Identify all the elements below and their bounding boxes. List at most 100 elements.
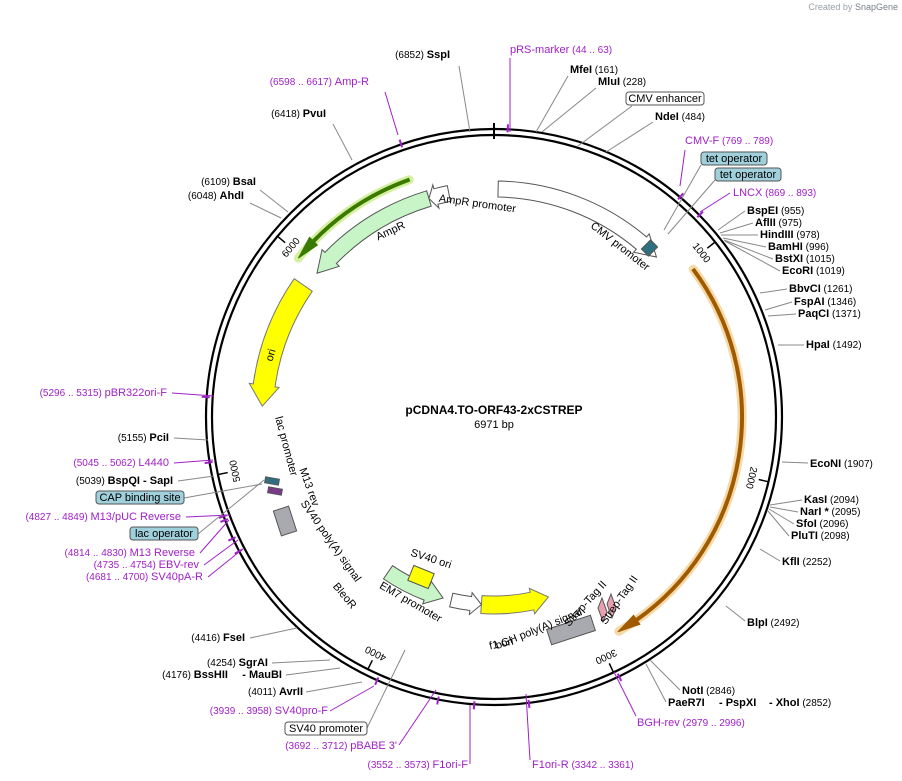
enzyme-position: (2095) (829, 507, 861, 518)
leader-pbr322 (171, 392, 215, 397)
primer-range: (44 .. 63) (569, 45, 612, 56)
primer-label: CMV-F (769 .. 789) (685, 135, 773, 147)
label-bleor: BleoR (330, 581, 358, 612)
enzyme-label: (6048) AhdI (188, 190, 244, 202)
enzyme-label: AflII (975) (755, 217, 802, 229)
mark-sv40prof (374, 677, 380, 686)
mark-lncx (696, 210, 704, 218)
leader-bbvci (759, 288, 788, 294)
enzyme-name: FseI (223, 632, 245, 644)
label-f1-ori: f1 ori (488, 636, 514, 653)
enzyme-label: (4254) SgrAI (207, 657, 268, 669)
primer-label: (3692 .. 3712) pBABE 3' (285, 740, 397, 752)
leader-bspqi (177, 475, 215, 482)
leader-aflii (719, 222, 754, 234)
enzyme-position: (2094) (827, 495, 859, 506)
leader-bstxi (723, 239, 774, 260)
enzyme-name: - SapI (143, 475, 173, 487)
box-cap-binding-site-box (95, 490, 185, 505)
enzyme-label: (5039) BspQI (76, 475, 140, 487)
enzyme-position: (484) (679, 112, 705, 123)
mark-f1orir (527, 699, 531, 708)
leader-ampr-primer (384, 91, 399, 136)
enzyme-position: (2846) (703, 686, 735, 697)
ampr-feature (316, 190, 432, 274)
leader-lacop (197, 479, 265, 535)
enzyme-position: (2852) (800, 698, 832, 709)
enzyme-label: (6418) PvuI (271, 108, 326, 120)
cmv-promoter-feature (497, 180, 658, 258)
mark-pbabe (436, 696, 440, 705)
primer-label: (6598 .. 6617) Amp-R (270, 76, 369, 88)
leader-kfli (759, 548, 781, 562)
enzyme-label: EcoRI (1019) (782, 265, 845, 277)
enzyme-position: (6852) (395, 50, 427, 61)
sv40-polya-feature (272, 505, 298, 537)
leader-cmv-enh (577, 105, 633, 147)
label-ori: ori (264, 348, 279, 363)
label-sv40-polya: SV40 poly(A) signal (298, 498, 363, 584)
enzyme-label: BamHI (996) (768, 241, 829, 253)
mark-ampr (398, 139, 404, 148)
leader-sv40prof (329, 685, 375, 712)
enzyme-position: (978) (794, 230, 820, 241)
enzyme-name: KasI (804, 494, 827, 506)
primer-label: LNCX (869 .. 893) (733, 187, 816, 199)
primer-label: (4681 .. 4700) SV40pA-R (86, 571, 203, 583)
leader-f1orir (525, 693, 531, 761)
primer-label: (4827 .. 4849) M13/pUC Reverse (25, 511, 181, 523)
box-tet-operator-2-box (714, 167, 782, 182)
primer-range: (3939 .. 3958) (210, 706, 275, 717)
enzyme-label: BspEI (955) (747, 205, 804, 217)
enzyme-position: (1492) (830, 340, 862, 351)
enzyme-position: (955) (778, 206, 804, 217)
leader-pbabe (398, 689, 437, 746)
mark-m13puc (218, 514, 227, 519)
enzyme-position: (161) (592, 65, 618, 76)
primer-name: SV40pro-F (275, 705, 328, 717)
enzyme-label: EcoNI (1907) (810, 458, 873, 470)
leader-pvui (332, 123, 353, 161)
enzyme-name: EcoRI (782, 265, 813, 277)
primer-label: (3552 .. 3573) F1ori-F (368, 759, 469, 771)
enzyme-name: BspEI (747, 205, 778, 217)
primer-name: pBABE 3' (350, 740, 397, 752)
m13-block (267, 486, 283, 496)
enzyme-label: (4176) BssHII (162, 669, 228, 681)
leader-bghrev (613, 671, 637, 717)
box-sv40-promoter: SV40 promoter (289, 723, 363, 735)
enzyme-label: BlpI (2492) (747, 617, 799, 629)
leader-bspei (717, 210, 746, 231)
leader-kasi (769, 499, 803, 506)
tick-mark (706, 242, 715, 249)
orf-arrow (617, 267, 744, 633)
enzyme-label: PluTI (2098) (791, 530, 850, 542)
enzyme-name: PaqCI (798, 308, 829, 320)
mark-ebvrev (227, 536, 237, 542)
enzyme-label: NdeI (484) (655, 111, 705, 123)
enzyme-name: MfeI (570, 64, 592, 76)
primer-range: (5045 .. 5062) (73, 458, 138, 469)
enzyme-name: BsaI (233, 176, 256, 188)
primer-label: (5045 .. 5062) L4440 (73, 457, 169, 469)
enzyme-name: - PspXI (719, 697, 756, 709)
lac-operator-block (264, 476, 280, 486)
leader-sspi (458, 65, 471, 133)
leader-mfei (535, 75, 569, 133)
primer-range: (6598 .. 6617) (270, 77, 335, 88)
enzyme-name: AflII (755, 217, 776, 229)
enzyme-name: PluTI (791, 530, 818, 542)
leader-blpi (725, 605, 746, 622)
enzyme-name: BamHI (768, 241, 803, 253)
enzyme-name: PaeR7I (668, 697, 705, 709)
enzyme-position: (1346) (825, 297, 857, 308)
enzyme-position: (1371) (829, 309, 861, 320)
leader-sgrai (271, 659, 331, 664)
watermark-brand: SnapGene (854, 2, 898, 12)
enzyme-position: (4254) (207, 658, 239, 669)
mark-pbr322 (201, 395, 210, 399)
enzyme-label: (6852) SspI (395, 49, 450, 61)
leader-bsshii (285, 667, 341, 676)
primer-range: (5296 .. 5315) (40, 388, 105, 399)
enzyme-name: NotI (682, 685, 703, 697)
